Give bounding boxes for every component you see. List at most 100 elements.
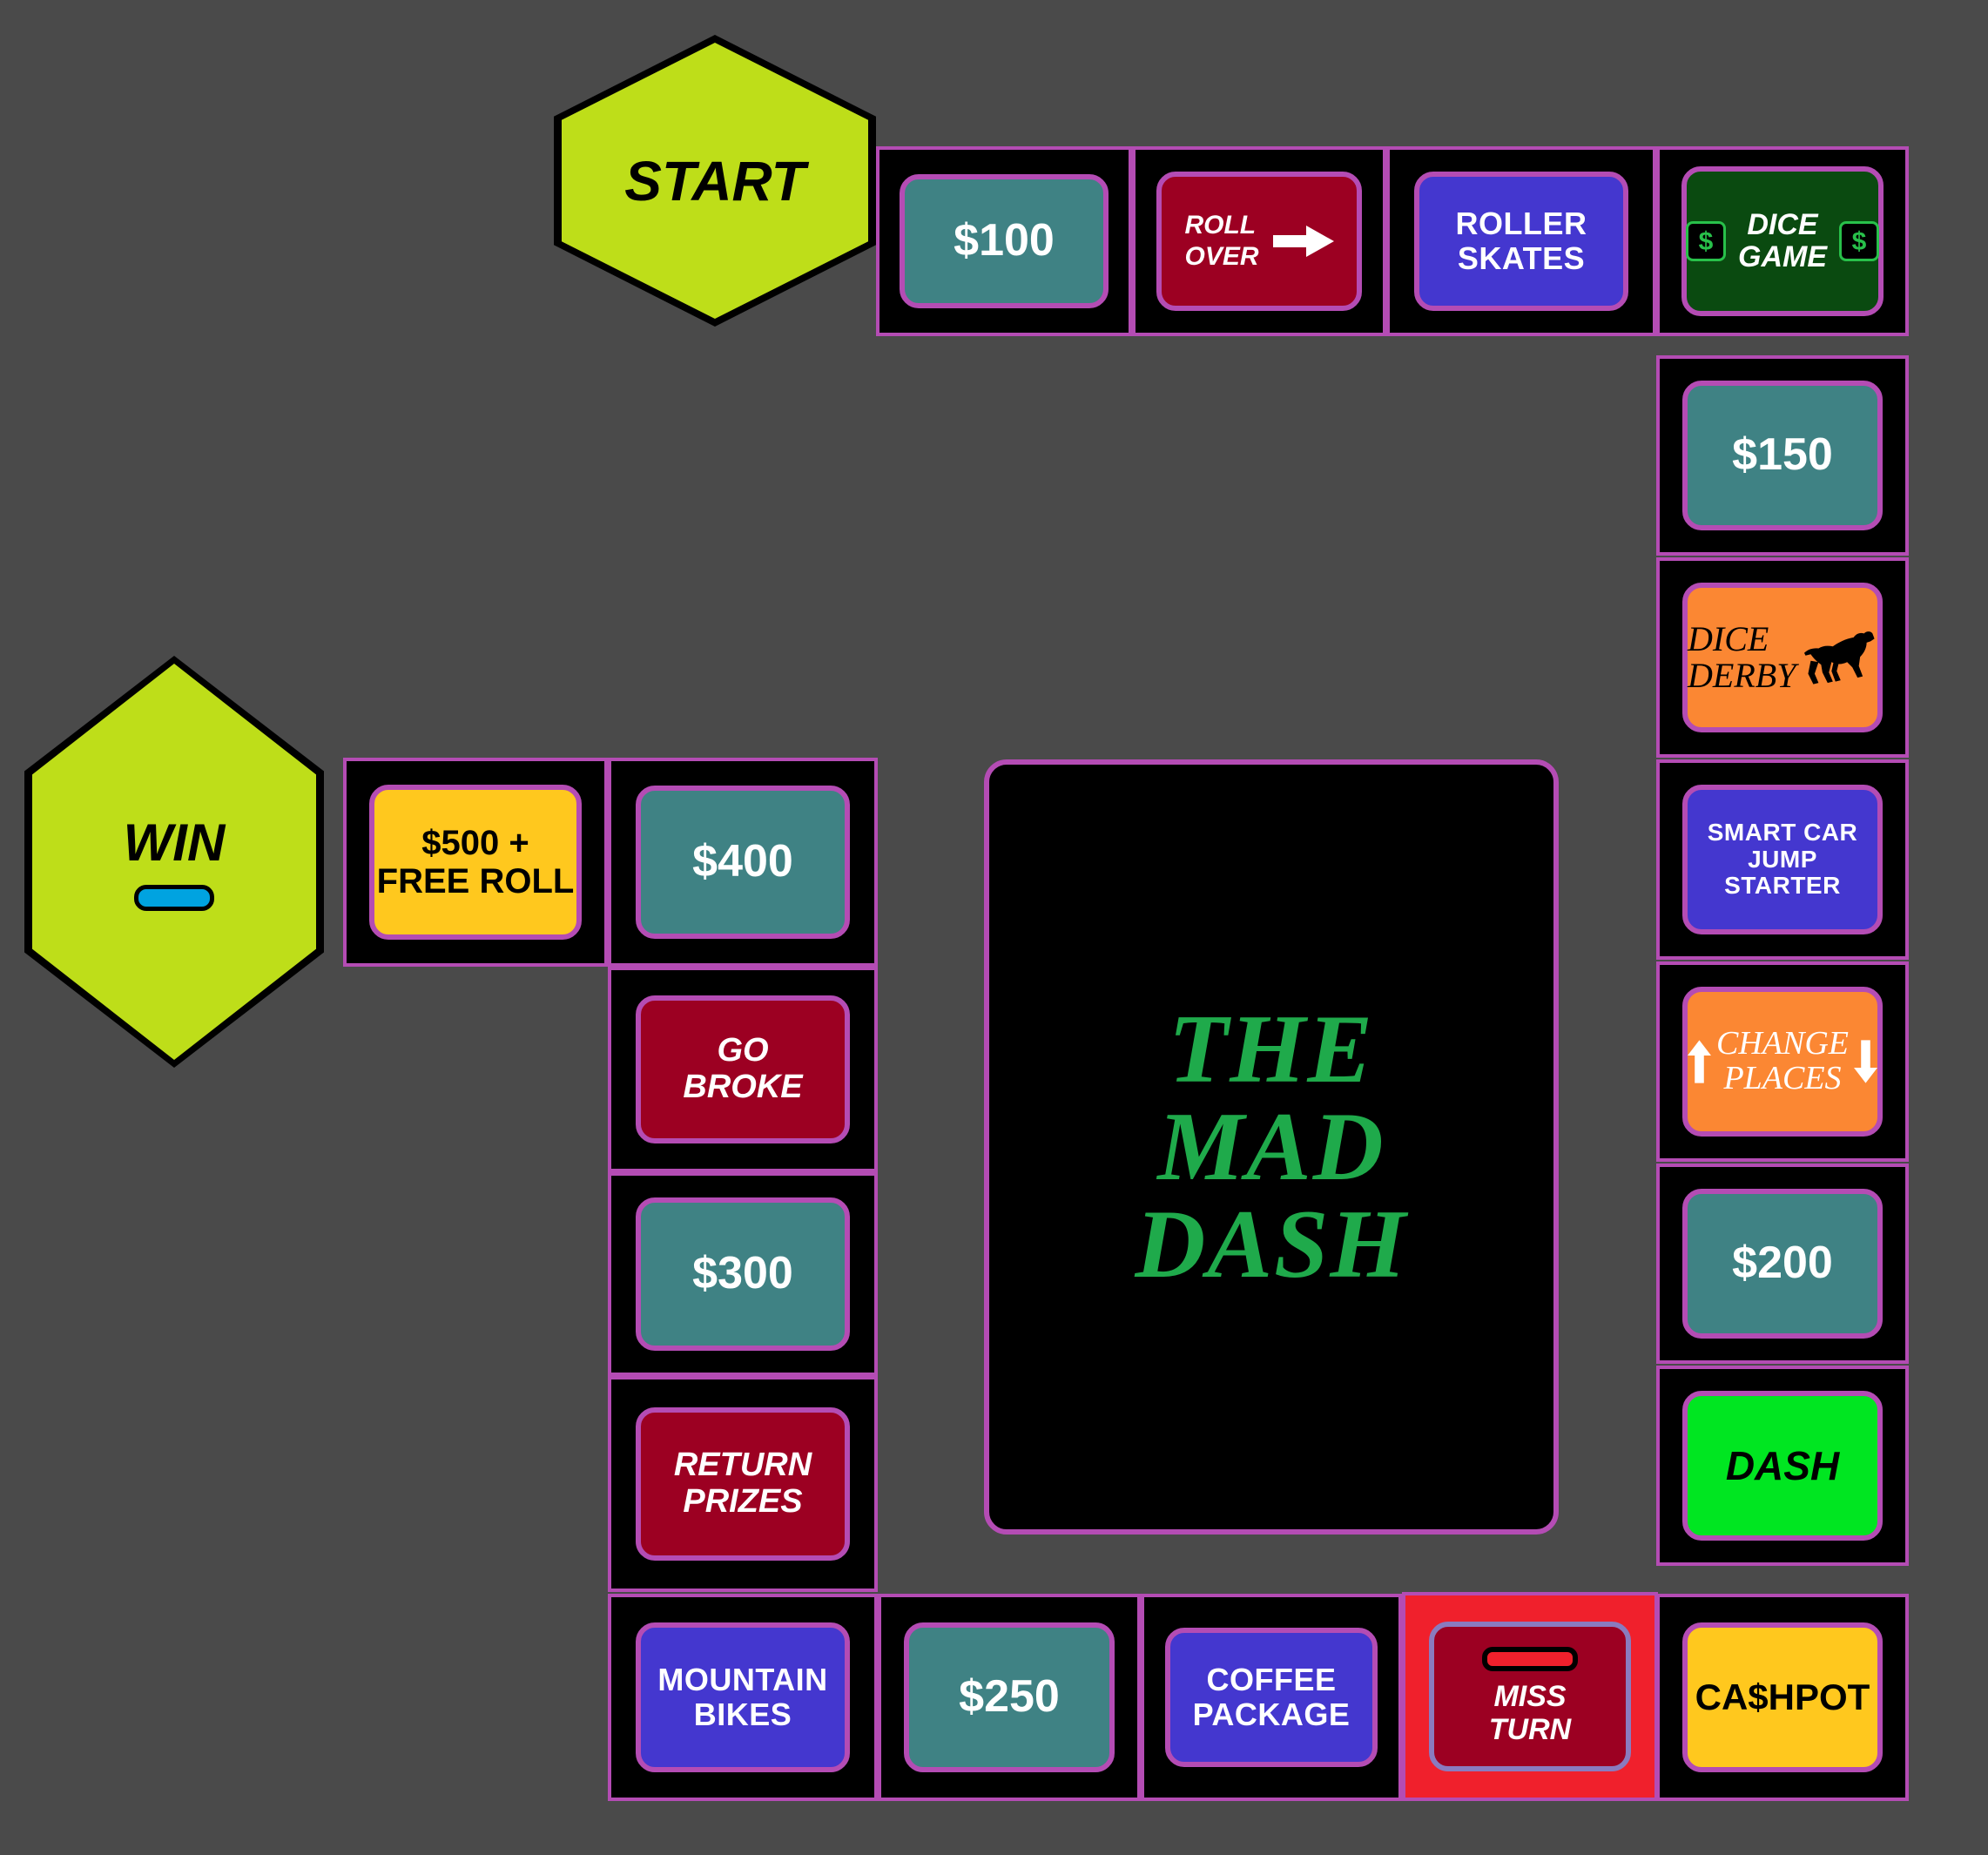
dice-game-line-2: GAME [1738,240,1827,273]
arrow-down-icon [1854,1040,1877,1083]
tile-cash-150: $150 [1682,381,1883,530]
change-places-line-1: CHANGE [1716,1025,1849,1062]
space-cash-150[interactable]: $150 [1656,355,1909,556]
roll-over-line-2: OVER [1184,242,1259,271]
change-places-label: CHANGE PLACES [1716,1025,1849,1096]
tile-label-line-2: BIKES [693,1696,792,1732]
tile-label: CA$HPOT [1695,1676,1870,1717]
space-cash-300[interactable]: $300 [608,1172,878,1376]
tile-cash-100: $100 [900,174,1109,308]
tile-label-line-1: MOUNTAIN [657,1662,828,1698]
dice-game-line-1: DICE [1747,208,1818,242]
tile-label-line-1: $500 + [421,824,529,862]
space-mountain-bikes[interactable]: MOUNTAIN BIKES [608,1594,878,1801]
dice-game-content: $ DICE GAME $ [1686,209,1879,273]
space-cash-200[interactable]: $200 [1656,1164,1909,1364]
tile-roller-skates: ROLLER SKATES [1414,172,1628,311]
start-label: START [624,149,805,212]
dice-derby-line-2: DERBY [1688,656,1796,695]
space-coffee-package[interactable]: COFFEE PACKAGE [1141,1594,1402,1801]
space-cashpot[interactable]: CA$HPOT [1656,1594,1909,1801]
space-roll-over[interactable]: ROLL OVER [1132,146,1386,336]
space-cash-250[interactable]: $250 [878,1594,1141,1801]
start-node-face: START [562,43,868,319]
pill-bar-icon [1482,1646,1578,1671]
tile-miss-turn: MISS TURN [1429,1622,1631,1771]
win-node[interactable]: WIN [24,656,324,1068]
tile-dash: DASH [1682,1391,1883,1541]
roll-over-content: ROLL OVER [1184,210,1334,273]
space-go-broke[interactable]: GO BROKE [608,967,878,1172]
tile-label: $400 [692,836,793,887]
tile-label-line-1: RETURN [673,1447,812,1484]
tile-label-line-2: BROKE [683,1069,803,1105]
tile-cash-250: $250 [904,1622,1115,1772]
space-cash-500-free-roll[interactable]: $500 + FREE ROLL [343,758,608,967]
tile-label-line-2: PRIZES [683,1483,803,1520]
tile-smart-car-jump-starter: SMART CAR JUMP STARTER [1682,785,1883,934]
tile-label-line-2: FREE ROLL [376,862,575,901]
tile-cash-300: $300 [636,1197,850,1351]
tile-label: DASH [1725,1442,1840,1488]
tile-cash-400: $400 [636,786,850,939]
tile-label-line-2: JUMP STARTER [1724,845,1841,900]
dice-derby-content: DICE DERBY [1688,621,1877,694]
board-title-line-1: THE [1168,995,1375,1103]
board-title-line-2: MAD [1157,1093,1385,1201]
roll-over-line-1: ROLL [1184,211,1257,239]
dollar-chip-left-icon: $ [1686,221,1726,261]
board-title: THE MAD DASH [1136,1001,1408,1293]
space-roller-skates[interactable]: ROLLER SKATES [1386,146,1656,336]
tile-coffee-package: COFFEE PACKAGE [1165,1628,1378,1767]
change-places-content: CHANGE PLACES [1688,1025,1877,1098]
win-label: WIN [123,813,226,872]
tile-label-line-1: COFFEE [1206,1662,1337,1698]
miss-turn-line-1: MISS [1493,1679,1567,1713]
tile-return-prizes: RETURN PRIZES [636,1407,850,1561]
center-logo-panel: THE MAD DASH [984,759,1559,1535]
space-cash-100[interactable]: $100 [876,146,1132,336]
space-change-places[interactable]: CHANGE PLACES [1656,961,1909,1162]
start-node[interactable]: START [554,35,876,327]
tile-label: $150 [1732,429,1833,481]
win-pill-bar-icon [134,885,214,911]
space-miss-turn[interactable]: MISS TURN [1402,1592,1658,1801]
tile-cashpot: CA$HPOT [1682,1622,1883,1772]
tile-roll-over: ROLL OVER [1156,172,1362,311]
tile-dice-derby: DICE DERBY [1682,583,1883,732]
dice-game-label: DICE GAME [1738,209,1827,273]
miss-turn-label: MISS TURN [1489,1680,1571,1746]
tile-mountain-bikes: MOUNTAIN BIKES [636,1622,850,1772]
space-dice-derby[interactable]: DICE DERBY [1656,557,1909,758]
space-dice-game[interactable]: $ DICE GAME $ [1656,146,1909,336]
tile-label: $100 [954,215,1055,266]
space-cash-400[interactable]: $400 [608,758,878,967]
horse-icon [1804,631,1876,685]
dollar-chip-right-icon: $ [1839,221,1879,261]
space-dash[interactable]: DASH [1656,1366,1909,1566]
tile-label-line-1: SMART CAR [1707,818,1858,846]
dice-derby-line-1: DICE [1688,619,1769,658]
roll-over-text: ROLL OVER [1184,210,1258,273]
tile-label: $300 [692,1248,793,1299]
tile-label-line-1: GO [717,1032,769,1069]
tile-label-line-1: ROLLER [1455,206,1587,242]
tile-label-line-2: PACKAGE [1192,1696,1351,1732]
tile-change-places: CHANGE PLACES [1682,987,1883,1137]
change-places-line-2: PLACES [1723,1060,1842,1096]
board-title-line-3: DASH [1135,1191,1408,1298]
tile-label: $200 [1732,1238,1833,1289]
arrow-up-icon [1688,1040,1711,1083]
tile-cash-500-free-roll: $500 + FREE ROLL [369,785,582,940]
miss-turn-line-2: TURN [1488,1713,1572,1746]
tile-dice-game: $ DICE GAME $ [1681,166,1884,316]
space-return-prizes[interactable]: RETURN PRIZES [608,1376,878,1592]
tile-label: $250 [959,1671,1060,1723]
win-node-face: WIN [32,664,316,1060]
tile-cash-200: $200 [1682,1189,1883,1339]
arrow-right-icon [1272,226,1334,257]
tile-label-line-2: SKATES [1457,240,1586,276]
dice-derby-label: DICE DERBY [1688,621,1796,694]
space-smart-car-jump-starter[interactable]: SMART CAR JUMP STARTER [1656,759,1909,960]
